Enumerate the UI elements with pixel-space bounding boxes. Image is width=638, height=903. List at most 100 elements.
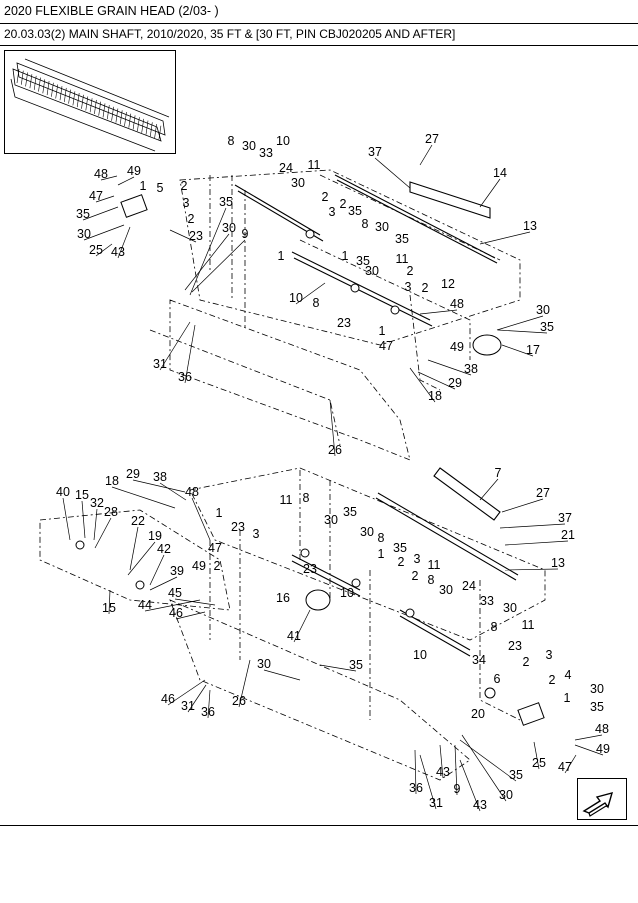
- leader-line: [149, 554, 165, 586]
- leader-line: [167, 679, 206, 706]
- leader-line: [117, 176, 135, 186]
- callout-2: 2: [412, 569, 419, 583]
- leader-line: [319, 664, 357, 672]
- leader-line: [504, 540, 569, 546]
- callout-1: 1: [378, 547, 385, 561]
- callout-1: 1: [216, 506, 223, 520]
- reel-tine: [51, 82, 54, 97]
- callout-1: 1: [342, 249, 349, 263]
- callout-35: 35: [349, 658, 363, 672]
- callout-35: 35: [393, 541, 407, 555]
- next-page-arrow-icon[interactable]: [577, 778, 627, 820]
- callout-2: 2: [188, 212, 195, 226]
- leader-line: [329, 399, 336, 457]
- callout-47: 47: [208, 541, 222, 555]
- callout-4: 4: [565, 668, 572, 682]
- leader-line: [82, 206, 119, 221]
- callout-8: 8: [491, 620, 498, 634]
- leader-line: [293, 609, 311, 643]
- leader-line: [62, 497, 71, 541]
- reel-tine: [89, 98, 93, 113]
- reel-tine: [72, 91, 76, 106]
- reel-tine: [68, 89, 71, 104]
- main-shaft-upper-center: [291, 251, 433, 327]
- reel-tine: [85, 96, 89, 111]
- callout-9: 9: [454, 782, 461, 796]
- callout-29: 29: [448, 376, 462, 390]
- callout-8: 8: [362, 217, 369, 231]
- callout-2: 2: [340, 197, 347, 211]
- callout-48: 48: [450, 297, 464, 311]
- callout-1: 1: [379, 324, 386, 338]
- callout-43: 43: [436, 765, 450, 779]
- reel-tine: [111, 106, 114, 121]
- callout-18: 18: [105, 474, 119, 488]
- leader-line: [479, 231, 531, 245]
- leader-line: [427, 359, 472, 376]
- callout-35: 35: [540, 320, 554, 334]
- reel-tine: [137, 117, 140, 132]
- leader-line: [127, 541, 156, 576]
- bearing-lower-2: [351, 578, 361, 588]
- callout-25: 25: [89, 243, 103, 257]
- reel-tine: [38, 77, 41, 92]
- callout-2: 2: [181, 179, 188, 193]
- bearing-upper-2: [350, 283, 360, 293]
- callout-3: 3: [414, 552, 421, 566]
- callout-30: 30: [242, 139, 256, 153]
- callout-30: 30: [365, 264, 379, 278]
- leader-line: [100, 175, 118, 181]
- callout-11: 11: [428, 558, 441, 572]
- leader-line: [374, 157, 411, 189]
- leader-line: [95, 243, 113, 257]
- callout-18: 18: [428, 389, 442, 403]
- callout-19: 19: [148, 529, 162, 543]
- shafts: [234, 174, 519, 657]
- callout-49: 49: [450, 340, 464, 354]
- page-subtitle: 20.03.03(2) MAIN SHAFT, 2010/2020, 35 FT…: [0, 24, 638, 46]
- callout-11: 11: [280, 493, 293, 507]
- callout-15: 15: [102, 601, 116, 615]
- callout-3: 3: [183, 196, 190, 210]
- leader-line: [409, 367, 436, 403]
- leader-line: [93, 508, 98, 541]
- leader-line: [159, 482, 187, 501]
- callout-6: 6: [494, 672, 501, 686]
- callout-13: 13: [551, 556, 565, 570]
- reel-tine: [59, 86, 63, 101]
- leader-line: [417, 371, 456, 390]
- callout-49: 49: [127, 164, 141, 178]
- callout-10: 10: [276, 134, 290, 148]
- reel-tine: [154, 123, 157, 139]
- diagram-frame: [0, 46, 638, 826]
- reel-tine: [124, 111, 127, 127]
- callout-21: 21: [561, 528, 575, 542]
- leader-line: [238, 659, 251, 708]
- bearing-lower-3: [405, 608, 415, 618]
- reel-tine: [128, 113, 132, 128]
- reel-tine: [81, 94, 84, 109]
- callout-47: 47: [379, 339, 393, 353]
- reel-tine: [119, 110, 123, 125]
- callout-45: 45: [168, 586, 182, 600]
- reel-tine: [33, 75, 37, 90]
- reel-tine: [98, 101, 101, 116]
- leader-line: [419, 144, 433, 166]
- callout-17: 17: [526, 343, 540, 357]
- callout-38: 38: [153, 470, 167, 484]
- pulley-lower-left: [75, 540, 85, 550]
- callout-2: 2: [523, 655, 530, 669]
- callout-34: 34: [472, 653, 486, 667]
- reel-tine: [21, 70, 24, 85]
- callout-8: 8: [378, 531, 385, 545]
- leader-line: [574, 744, 604, 756]
- leader-line: [108, 589, 111, 615]
- reel-tine: [29, 74, 33, 89]
- reel-tine: [102, 103, 106, 118]
- callout-47: 47: [89, 189, 103, 203]
- callout-32: 32: [90, 496, 104, 510]
- callout-3: 3: [329, 205, 336, 219]
- leader-line: [174, 598, 216, 606]
- reel-tine: [141, 118, 144, 133]
